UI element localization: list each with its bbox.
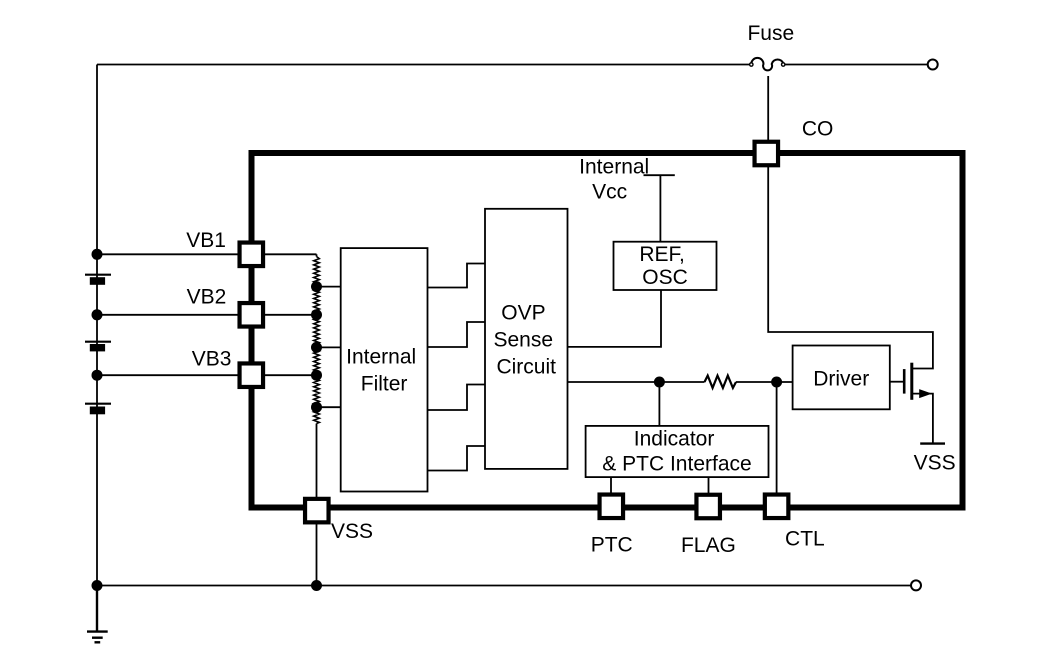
svg-text:CO: CO <box>802 118 834 141</box>
svg-text:FLAG: FLAG <box>681 534 736 557</box>
svg-text:CTL: CTL <box>785 527 825 550</box>
svg-text:OVP Sense Circuit: OVP Sense Circuit <box>494 302 559 379</box>
svg-text:Internal: Internal <box>579 155 649 178</box>
svg-text:VSS: VSS <box>914 452 956 475</box>
svg-text:REF, OSC: REF, OSC <box>639 243 690 289</box>
svg-text:VSS: VSS <box>331 520 373 543</box>
svg-text:VB2: VB2 <box>187 286 227 309</box>
svg-text:PTC: PTC <box>591 534 633 557</box>
svg-text:Driver: Driver <box>813 368 869 391</box>
svg-text:VB1: VB1 <box>186 229 226 252</box>
svg-text:Vcc: Vcc <box>592 181 627 204</box>
svg-text:Internal Filter: Internal Filter <box>346 346 422 396</box>
svg-text:VB3: VB3 <box>192 348 232 371</box>
svg-text:Indicator & PTC Interfac: Indicator & PTC Interface <box>602 428 751 476</box>
svg-text:Fuse: Fuse <box>747 22 794 45</box>
